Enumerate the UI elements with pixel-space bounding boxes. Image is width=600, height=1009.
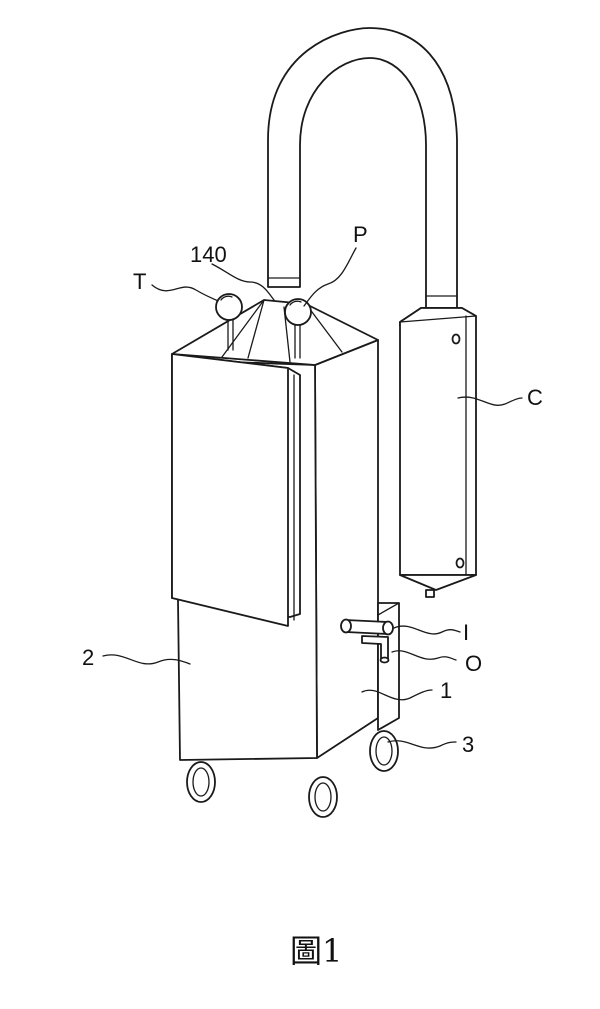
condenser-c (399, 307, 477, 598)
leader-lines (102, 247, 523, 749)
label-o: O (465, 651, 482, 676)
label-c: C (527, 385, 543, 410)
label-3: 3 (462, 732, 474, 757)
label-2: 2 (82, 645, 94, 670)
label-t: T (133, 269, 146, 294)
front-panel (171, 353, 301, 627)
wheels (186, 730, 399, 818)
figure-caption: 圖1 (290, 932, 342, 970)
label-i: I (463, 620, 469, 645)
outlet-pipe-o (361, 635, 390, 664)
label-140: 140 (190, 242, 227, 267)
label-1: 1 (440, 678, 452, 703)
hose (267, 27, 458, 309)
thermometer-t (215, 293, 243, 351)
label-p: P (353, 222, 368, 247)
inlet-pipe-i (340, 618, 394, 636)
